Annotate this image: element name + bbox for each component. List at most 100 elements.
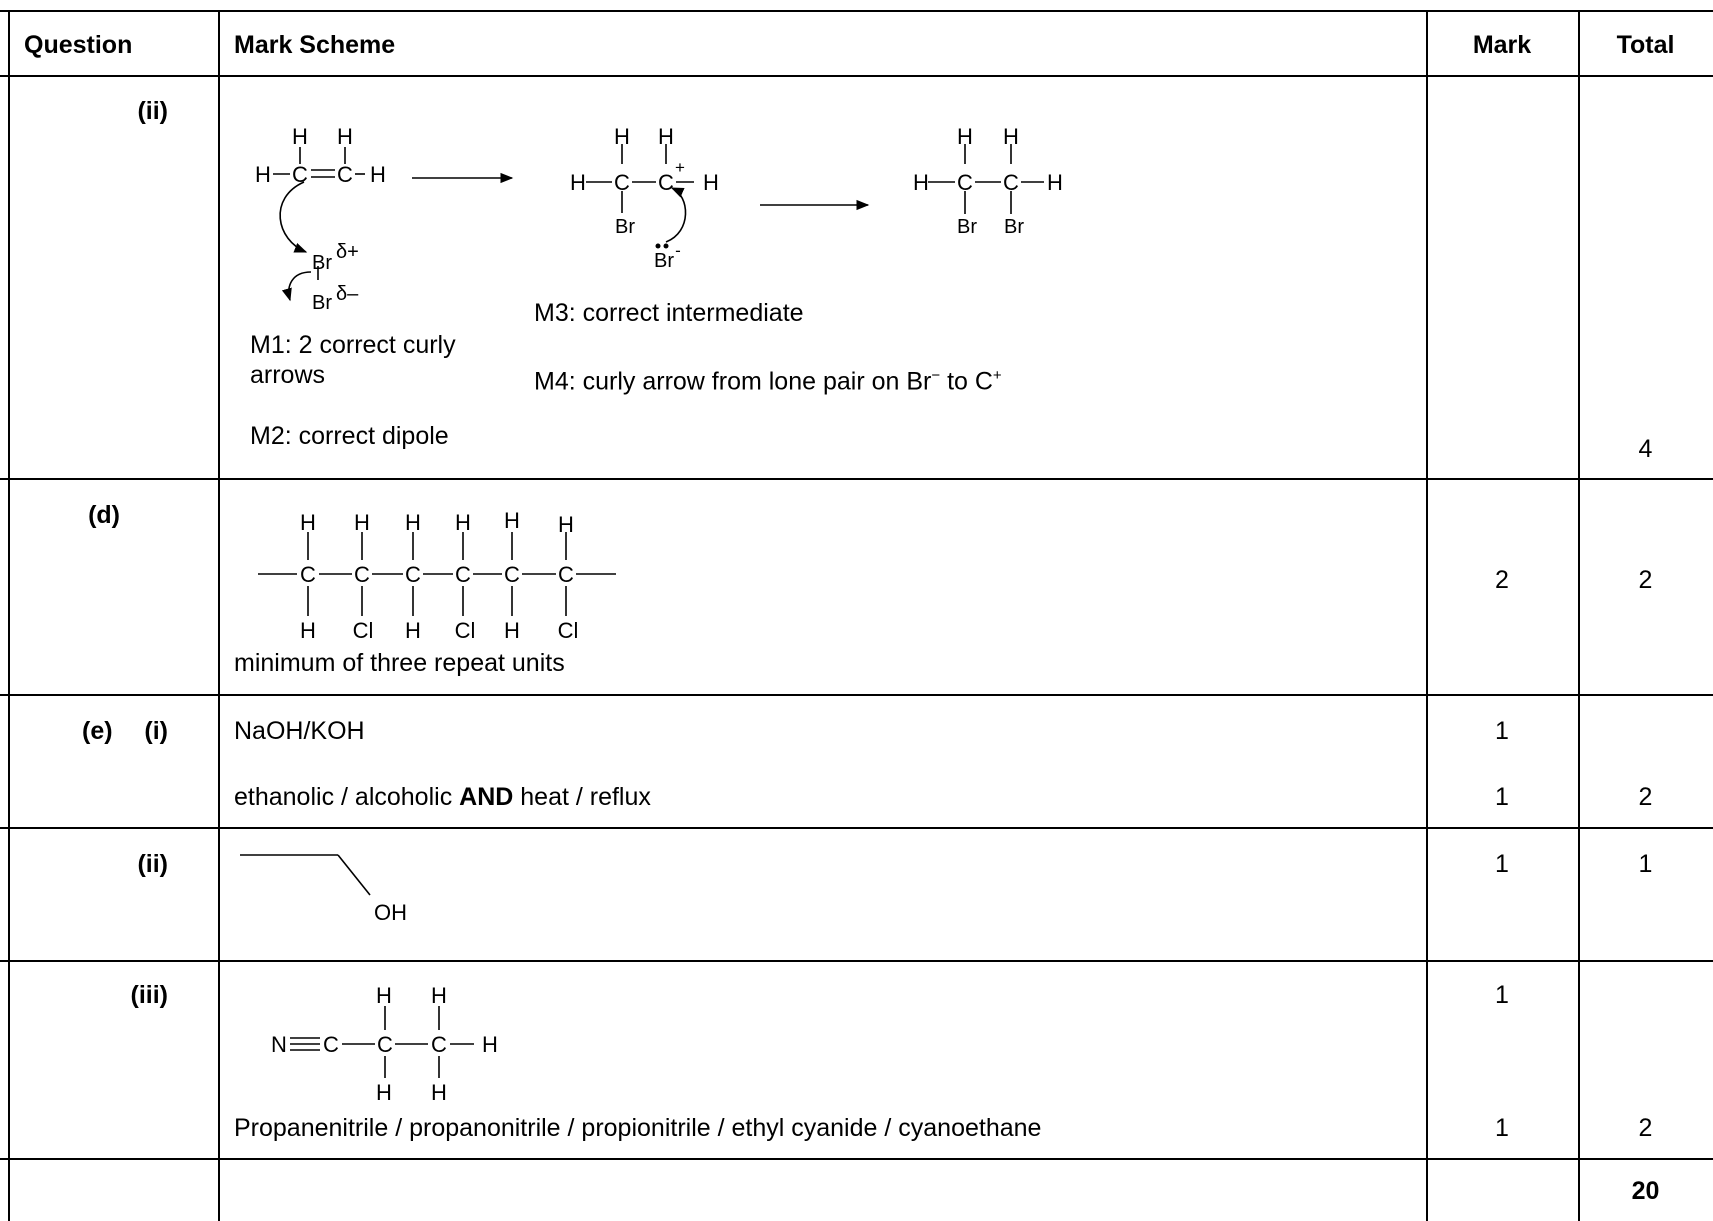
column-divider: [1426, 10, 1428, 1221]
atom-label: H: [504, 618, 520, 643]
atom-label: H: [292, 124, 308, 149]
question-part-label: (e): [82, 717, 113, 745]
atom-label: H: [300, 510, 316, 535]
row-divider: [0, 960, 1713, 962]
atom-label: H: [376, 983, 392, 1008]
atom-label: H: [504, 508, 520, 533]
atom-label: N: [271, 1032, 287, 1057]
row-divider: [0, 827, 1713, 829]
atom-label: C: [337, 162, 353, 187]
atom-label: Br: [312, 292, 332, 314]
atom-label: H: [1003, 124, 1019, 149]
m4-note: M4: curly arrow from lone pair on Br− to…: [534, 361, 1002, 396]
atom-label: Br: [654, 250, 674, 272]
m4-text: M4: curly arrow from lone pair on Br: [534, 367, 932, 396]
atom-label: H: [558, 512, 574, 537]
atom-label: C: [957, 170, 973, 195]
polymer-note: minimum of three repeat units: [234, 649, 565, 677]
conditions-text: ethanolic / alcoholic: [234, 783, 460, 811]
atom-label: Cl: [558, 618, 579, 643]
atom-label: C: [431, 1032, 447, 1057]
atom-label: Br: [957, 216, 977, 238]
question-label: (iii): [130, 981, 169, 1009]
atom-label: C: [504, 562, 520, 587]
atom-label: H: [431, 1080, 447, 1105]
header-total: Total: [1616, 31, 1675, 59]
atom-label: C: [292, 162, 308, 187]
row-divider: [0, 478, 1713, 480]
atom-label: Br: [1004, 216, 1024, 238]
m1-note-line2: arrows: [250, 361, 326, 389]
reagent-answer: NaOH/KOH: [234, 717, 365, 745]
column-divider: [1578, 10, 1580, 1221]
grand-total: 20: [1631, 1177, 1660, 1205]
total-value: 4: [1638, 435, 1653, 463]
atom-label: H: [570, 170, 586, 195]
row-divider: [0, 694, 1713, 696]
atom-label: H: [431, 983, 447, 1008]
atom-label: H: [405, 510, 421, 535]
atom-label: C: [300, 562, 316, 587]
atom-label: H: [482, 1032, 498, 1057]
mark-value: 1: [1495, 1114, 1509, 1142]
mark-value: 1: [1495, 850, 1509, 878]
question-label: (ii): [137, 97, 168, 125]
atom-label: C: [455, 562, 471, 587]
total-value: 2: [1638, 566, 1653, 594]
conditions-keyword: AND: [459, 783, 514, 811]
atom-label: H: [658, 124, 674, 149]
charge-label: +: [675, 158, 685, 177]
total-value: 2: [1638, 1114, 1653, 1142]
atom-label: Cl: [353, 618, 374, 643]
header-question: Question: [24, 31, 133, 59]
total-value: 2: [1638, 783, 1653, 811]
atom-label: H: [957, 124, 973, 149]
atom-label: H: [455, 510, 471, 535]
atom-label: H: [1047, 170, 1063, 195]
atom-label: Cl: [455, 618, 476, 643]
atom-label: H: [614, 124, 630, 149]
atom-label: H: [370, 162, 386, 187]
atom-label: H: [300, 618, 316, 643]
atom-label: C: [323, 1032, 339, 1057]
atom-label: Br: [615, 216, 635, 238]
header-bottom-border: [0, 75, 1713, 77]
mark-value: 2: [1495, 566, 1509, 594]
header-mark-scheme: Mark Scheme: [234, 31, 396, 59]
atom-label: C: [614, 170, 630, 195]
atom-label: C: [405, 562, 421, 587]
atom-label: H: [913, 170, 929, 195]
table-left-border: [8, 10, 10, 1221]
atom-label: Br: [312, 252, 332, 274]
mark-value: 1: [1495, 783, 1509, 811]
atom-label: C: [658, 170, 674, 195]
mark-value: 1: [1495, 981, 1509, 1009]
atom-label: H: [703, 170, 719, 195]
question-label: (ii): [137, 850, 168, 878]
atom-label: C: [1003, 170, 1019, 195]
mark-value: 1: [1495, 717, 1509, 745]
nitrile-name-answer: Propanenitrile / propanonitrile / propio…: [234, 1114, 1042, 1142]
atom-label: C: [377, 1032, 393, 1057]
m4-superscript: +: [992, 367, 1002, 384]
row-divider: [0, 1158, 1713, 1160]
m2-note: M2: correct dipole: [250, 422, 449, 450]
dipole-label: δ+: [336, 241, 359, 263]
m4-superscript: −: [931, 367, 941, 384]
atom-label: H: [354, 510, 370, 535]
conditions-answer: ethanolic / alcoholic AND heat / reflux: [234, 782, 651, 812]
m3-note: M3: correct intermediate: [534, 299, 804, 327]
header-mark: Mark: [1472, 31, 1532, 59]
m1-note-line1: M1: 2 correct curly: [250, 331, 456, 359]
dipole-label: δ–: [336, 283, 359, 305]
table-top-border: [0, 10, 1713, 12]
atom-label: C: [558, 562, 574, 587]
atom-label: H: [337, 124, 353, 149]
atom-label: H: [255, 162, 271, 187]
atom-label: C: [354, 562, 370, 587]
question-label: (i): [144, 717, 168, 745]
